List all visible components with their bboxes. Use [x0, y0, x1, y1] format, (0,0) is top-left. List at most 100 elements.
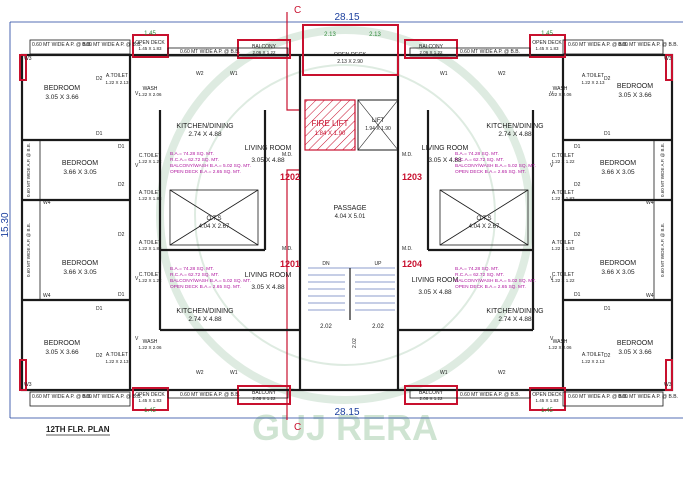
balcony-tr-size: 2.06 X 1.22 [419, 50, 443, 55]
misc-d1-text: D1 [574, 144, 581, 150]
areas-deck-text: OPEN DECK B.A.= 2.65 SQ. MT. [455, 284, 526, 290]
misc-d1-text: D1 [604, 131, 611, 137]
areas-balc-text: BALCONY/WASH B.A.= 5.02 SQ. MT. [455, 278, 536, 284]
misc-d2-text: D2 [604, 76, 611, 82]
atoilet-mr2-size: 1.22 X 1.83 [551, 246, 575, 251]
open-deck-br-size: 1.45 X 1.83 [535, 398, 559, 403]
areas-deck-text: OPEN DECK B.A.= 2.65 SQ. MT. [170, 169, 241, 175]
misc-v-text: V [135, 91, 139, 97]
misc-w4-text: W4 [646, 200, 654, 206]
bedroom-ml1-size: 3.66 X 3.05 [63, 169, 97, 176]
atoilet-mr1-label: A.TOILET [552, 190, 574, 196]
misc-w2-text: W2 [498, 71, 506, 77]
bedroom-mr1-size: 3.66 X 3.05 [601, 169, 635, 176]
ots-left-label: O.T.S [206, 216, 221, 222]
ctoilet-ml1-label: C.TOILET [139, 153, 161, 159]
misc-v-text: V [135, 276, 139, 282]
kitchen-tr-size: 2.74 X 4.88 [498, 131, 532, 138]
misc-v-text: V [550, 91, 554, 97]
misc-md-text: M.D. [282, 246, 293, 252]
areas-ba-text: B.A.= 74.28 SQ. MT. [455, 266, 499, 272]
bedroom-mr2-size: 3.66 X 3.05 [601, 269, 635, 276]
misc-w4-text: W4 [43, 200, 51, 206]
misc-d1-text: D1 [96, 131, 103, 137]
ctoilet-mr1-size: 1.22 X 1.22 [551, 159, 575, 164]
misc-v-text: V [550, 336, 554, 342]
lift-size: 1.94 X 1.90 [365, 126, 391, 132]
misc-w3-text: W3 [24, 382, 32, 388]
lift-shaft [357, 99, 399, 151]
stair-dn: DN [322, 261, 330, 267]
misc-w4-text: W4 [646, 293, 654, 299]
misc-md-text: M.D. [402, 152, 413, 158]
wash-bl-label: WASH [143, 339, 158, 345]
atoilet-bl-label: A.TOILET [106, 352, 128, 358]
kitchen-br-label: KITCHEN/DINING [486, 308, 543, 315]
ctoilet-mr2-label: C.TOILET [552, 272, 574, 278]
balcony-br-label: BALCONY [419, 390, 444, 396]
section-mark-top: C [294, 5, 301, 16]
ap-label-right-2: 0.60 MT WIDE A.P. @ B.B. [660, 223, 665, 277]
opening-tags: D2 D1 D1 D2 D2 D1 D2 D1 D2 D1 D1 D2 D2 D… [24, 56, 672, 388]
kitchen-br-size: 2.74 X 4.88 [498, 316, 532, 323]
areas-rca-text: R.C.A.= 62.72 SQ. MT. [170, 272, 219, 278]
misc-v-text: V [550, 163, 554, 169]
atoilet-tr-size: 1.22 X 2.13 [581, 80, 605, 85]
watermark-text: GUJ RERA [252, 407, 438, 448]
ap-label-left-2: 0.60 MT WIDE A.P. @ B.B. [26, 223, 31, 277]
balcony-bl-size: 2.06 X 1.22 [252, 396, 276, 401]
ctoilet-ml2-label: C.TOILET [139, 272, 161, 278]
kitchen-bl-label: KITCHEN/DINING [176, 308, 233, 315]
ap-label-top-right: 0.60 MT WIDE A.P. @ B.B. [460, 49, 520, 55]
lift-label: LIFT [372, 118, 385, 124]
bedroom-br-size: 3.05 X 3.66 [618, 349, 652, 356]
bedroom-mr2-label: BEDROOM [600, 260, 636, 267]
ap-label-tr: 0.60 MT WIDE A.P. @ B.B. [568, 42, 628, 48]
open-deck-center-label: OPEN DECK [334, 52, 367, 58]
living-bl-label: LIVING ROOM [245, 272, 292, 279]
fire-lift-shaft [304, 99, 356, 151]
ap-label-top-left: 0.60 MT WIDE A.P. @ B.B. [180, 49, 240, 55]
balcony-tr-label: BALCONY [419, 44, 444, 50]
dimension-lines [9, 21, 683, 419]
living-bl-size: 3.05 X 4.88 [251, 284, 285, 291]
ap-label-bottom-left: 0.60 MT WIDE A.P. @ B.B. [180, 392, 240, 398]
living-br-size: 3.05 X 4.88 [418, 289, 452, 296]
ctoilet-mr1-label: C.TOILET [552, 153, 574, 159]
wash-br-label: WASH [553, 339, 568, 345]
staircase [308, 267, 395, 320]
misc-d1-text: D1 [118, 292, 125, 298]
kitchen-tl-label: KITCHEN/DINING [176, 123, 233, 130]
atoilet-ml1-size: 1.22 X 1.83 [138, 196, 162, 201]
misc-w2-text: W2 [196, 370, 204, 376]
misc-v-text: V [135, 163, 139, 169]
kitchen-bl-size: 2.74 X 4.88 [188, 316, 222, 323]
atoilet-ml2-label: A.TOILET [139, 240, 161, 246]
open-deck-br-label: OPEN DECK [532, 392, 562, 398]
areas-balc-text: BALCONY/WASH B.A.= 5.02 SQ. MT. [455, 163, 536, 169]
dim-left: 15.30 [0, 212, 11, 237]
bedroom-bl-size: 3.05 X 3.66 [45, 349, 79, 356]
living-tr-size: 3.05 X 4.88 [428, 157, 462, 164]
open-deck-tr-label: OPEN DECK [532, 40, 562, 46]
watermark: GUJ RERA [156, 26, 534, 448]
ap-label-tl: 0.60 MT WIDE A.P. @ B.B. [32, 42, 92, 48]
ap-projections [21, 39, 673, 407]
bedroom-br-label: BEDROOM [617, 340, 653, 347]
atoilet-br-label: A.TOILET [582, 352, 604, 358]
misc-v-text: V [550, 276, 554, 282]
dim-145-tr: 1.45 [541, 31, 553, 37]
balcony-tl-size: 2.06 X 1.22 [252, 50, 276, 55]
dim-213-a: 2.13 [324, 32, 336, 38]
passage-size: 4.04 X 5.01 [335, 214, 366, 220]
open-deck-center-size: 2.13 X 2.90 [337, 59, 363, 65]
dim-213-b: 2.13 [369, 32, 381, 38]
kitchen-tr-label: KITCHEN/DINING [486, 123, 543, 130]
bedroom-tr-size: 3.05 X 3.66 [618, 92, 652, 99]
living-br-label: LIVING ROOM [412, 277, 459, 284]
ap-label-left-1: 0.60 MT WIDE A.P. @ B.B. [26, 143, 31, 197]
ctoilet-ml2-size: 1.22 X 1.22 [138, 278, 162, 283]
misc-md-text: M.D. [282, 152, 293, 158]
misc-w2-text: W2 [196, 71, 204, 77]
misc-w4-text: W4 [43, 293, 51, 299]
